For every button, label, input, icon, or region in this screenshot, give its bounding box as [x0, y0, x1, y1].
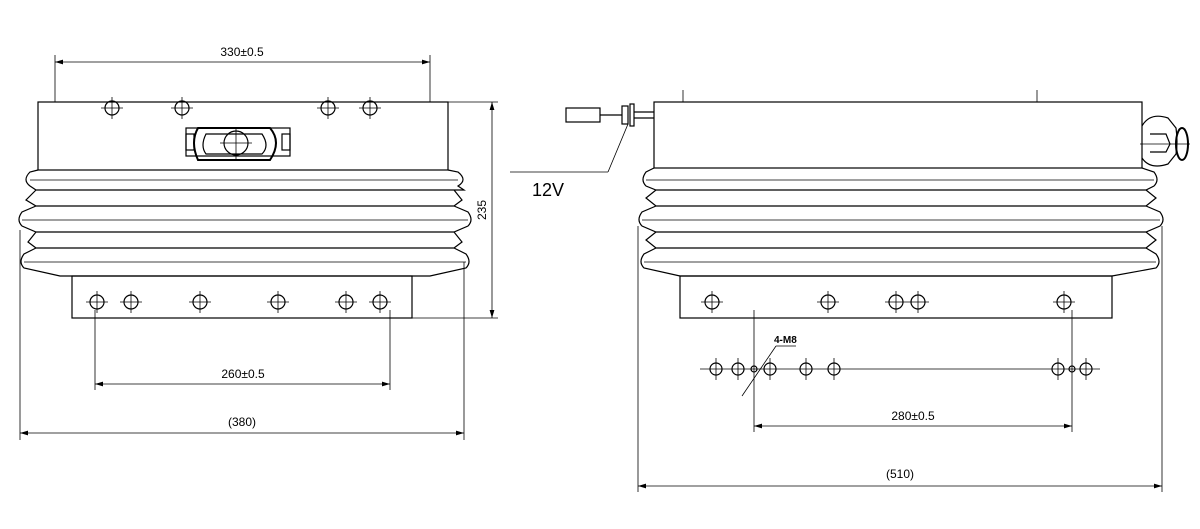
side-top-block [653, 101, 1143, 169]
dimension-bottom-holes: 260±0.5 [94, 310, 391, 390]
front-top-holes [101, 97, 381, 119]
dimension-top: 330±0.5 [54, 45, 431, 102]
front-view: 330±0.5 235 260±0.5 (380) [18, 45, 498, 440]
side-connector-knob [1140, 115, 1190, 167]
voltage-label: 12V [532, 180, 564, 200]
front-bellows-body [18, 169, 472, 277]
dim-width-text: (380) [228, 415, 256, 429]
dimension-side-holes: 280±0.5 [754, 409, 1072, 429]
dimension-width: (380) [19, 230, 465, 440]
side-hole-pattern: 4-M8 [700, 335, 1100, 397]
dimension-side-width: (510) [637, 226, 1163, 492]
side-bellows-body [638, 167, 1164, 277]
dim-side-width-text: (510) [886, 467, 914, 481]
front-bottom-holes [86, 291, 391, 313]
front-top-block [37, 101, 449, 171]
dim-height-text: 235 [475, 200, 489, 220]
side-view: 12V 4-M8 [510, 90, 1190, 492]
dim-top-text: 330±0.5 [220, 45, 264, 59]
connector-socket [185, 127, 291, 161]
thread-label: 4-M8 [774, 335, 797, 346]
dimension-height: 235 [412, 101, 498, 319]
front-bottom-flange [71, 275, 413, 319]
side-flange-holes [701, 291, 1075, 313]
dim-bottom-holes-text: 260±0.5 [221, 367, 265, 381]
dim-side-holes-text: 280±0.5 [891, 409, 935, 423]
cable-plug: 12V [510, 103, 654, 200]
side-bottom-flange [679, 275, 1113, 319]
